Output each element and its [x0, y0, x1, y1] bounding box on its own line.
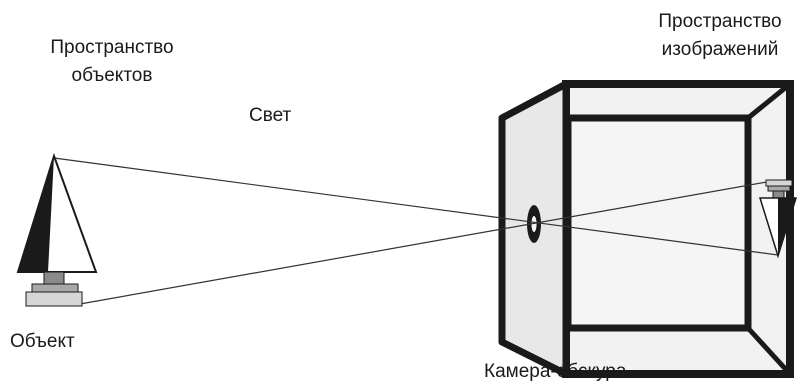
- object-base-lower: [25, 291, 83, 307]
- light-rays: [53, 157, 779, 305]
- image-space-label-line2: изображений: [661, 39, 779, 60]
- object-label: Объект: [10, 331, 75, 352]
- ray-top-to-image-bottom: [53, 157, 779, 256]
- image-stem: [772, 190, 785, 199]
- ray-bottom-to-image-top: [79, 179, 779, 305]
- object-space-label-line2: объектов: [71, 65, 153, 86]
- object-figure: [16, 152, 98, 307]
- pinhole-aperture: [531, 216, 537, 232]
- image-space-label-line1: Пространство: [658, 11, 782, 32]
- camera-obscura-label: Камера-обскура: [484, 361, 627, 382]
- box-back-wall: [564, 114, 752, 332]
- image-space-label: Пространство изображений: [632, 10, 807, 62]
- image-cone-shadow: [778, 198, 796, 256]
- object-space-label-line1: Пространство: [50, 37, 174, 58]
- inverted-image: [758, 179, 798, 259]
- object-base-upper: [31, 283, 79, 293]
- object-space-label: Пространство объектов: [24, 36, 200, 88]
- image-base-lower: [765, 179, 793, 187]
- depth-edge-bottom-right: [746, 326, 792, 376]
- object-cone-shadow: [18, 156, 54, 272]
- light-label: Свет: [249, 105, 292, 126]
- camera-obscura-box: [498, 80, 794, 378]
- image-base-upper: [767, 185, 791, 192]
- depth-edge-top-right: [746, 82, 792, 120]
